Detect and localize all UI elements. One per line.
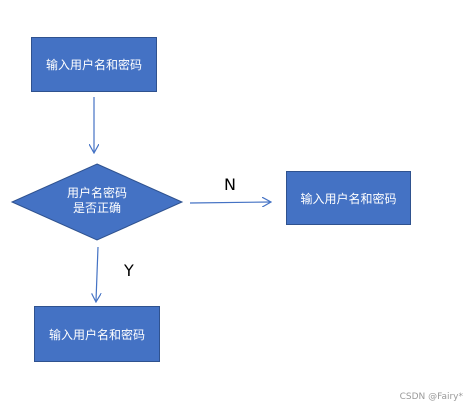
no-branch-label: N xyxy=(224,175,236,194)
process-box-right-label: 输入用户名和密码 xyxy=(300,191,397,206)
process-box-bottom: 输入用户名和密码 xyxy=(34,306,160,362)
decision-diamond xyxy=(10,163,184,241)
yes-branch-label: Y xyxy=(124,261,134,280)
process-box-top-label: 输入用户名和密码 xyxy=(45,58,142,72)
arrow-decision-to-right xyxy=(189,202,270,203)
process-box-top: 输入用户名和密码 xyxy=(31,37,157,92)
process-box-right: 输入用户名和密码 xyxy=(286,171,411,225)
decision-label: 用户名密码 是否正确 xyxy=(38,186,156,216)
arrow-decision-to-bottom xyxy=(96,246,98,301)
decision-label-line1: 用户名密码 xyxy=(66,186,127,200)
process-box-bottom-label: 输入用户名和密码 xyxy=(48,327,145,342)
decision-label-line2: 是否正确 xyxy=(72,201,121,215)
watermark-text: CSDN @Fairy* xyxy=(399,392,463,402)
